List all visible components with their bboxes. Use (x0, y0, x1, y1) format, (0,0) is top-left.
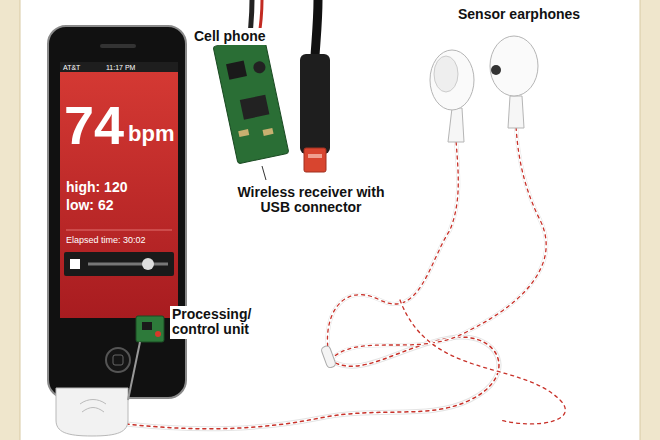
timer-text: Elapsed time: 30:02 (66, 236, 146, 246)
part-label: Sensor earphones (456, 6, 582, 23)
component (238, 129, 249, 137)
status-text: AT&T (63, 64, 80, 71)
divider (66, 230, 172, 231)
cable-red (330, 126, 546, 360)
stat-text: low: 62 (66, 198, 113, 213)
earbud-right (490, 36, 538, 128)
earbud-stem (448, 108, 464, 142)
stat-text: high: 120 (66, 180, 127, 195)
slider-track (88, 263, 168, 266)
heart-rate: 74 (64, 96, 124, 155)
processing-board (136, 316, 164, 342)
usb-contact (308, 154, 322, 158)
cable-white (330, 126, 546, 360)
speaker-slot (100, 44, 136, 48)
chip (226, 60, 247, 79)
pcb (213, 36, 289, 164)
cable-white (400, 300, 565, 424)
cable-edge (327, 140, 458, 360)
cable-white (327, 140, 458, 360)
earbud-grille (434, 56, 458, 92)
part-label: Processing/ control unit (170, 306, 278, 339)
frame-band (640, 0, 660, 440)
frame-line (640, 0, 641, 440)
sensor-dot (491, 65, 501, 75)
chip (142, 322, 152, 330)
inline-remote (320, 345, 336, 369)
chip (240, 95, 270, 120)
part-label: Cell phone (192, 28, 268, 45)
phone-body (48, 26, 186, 398)
usb-cable (315, 0, 318, 56)
part-label: Wireless receiver with USB connector (232, 184, 390, 217)
component (263, 128, 274, 136)
dock-grip (82, 408, 104, 413)
slider-knob (142, 258, 154, 270)
earbud-left (430, 50, 474, 142)
led (155, 331, 161, 337)
home-button (106, 348, 130, 372)
usb-tip (304, 148, 326, 172)
status-bar (60, 62, 178, 72)
earphone-cable (126, 126, 565, 429)
earbud-head (490, 36, 538, 96)
component (252, 60, 266, 74)
board-wire (128, 342, 140, 400)
cable-red (327, 140, 458, 360)
stop-icon (70, 259, 80, 269)
earbud-stem (508, 96, 524, 128)
cable-red (400, 300, 565, 424)
cable-edge (330, 126, 546, 360)
leader-line (262, 166, 266, 180)
usb-body (300, 54, 330, 154)
frame-line (20, 0, 21, 440)
slider-bar (64, 252, 174, 276)
receiver-board (213, 36, 289, 164)
unit-text: bpm (128, 122, 174, 146)
cell-phone (48, 26, 186, 398)
frame-band (0, 0, 20, 440)
home-icon (113, 355, 123, 365)
earbud-head (430, 50, 474, 110)
dock-connector (56, 388, 128, 436)
dock-grip (80, 400, 106, 405)
phone-screen (60, 62, 178, 318)
status-text: 11:17 PM (106, 64, 135, 71)
